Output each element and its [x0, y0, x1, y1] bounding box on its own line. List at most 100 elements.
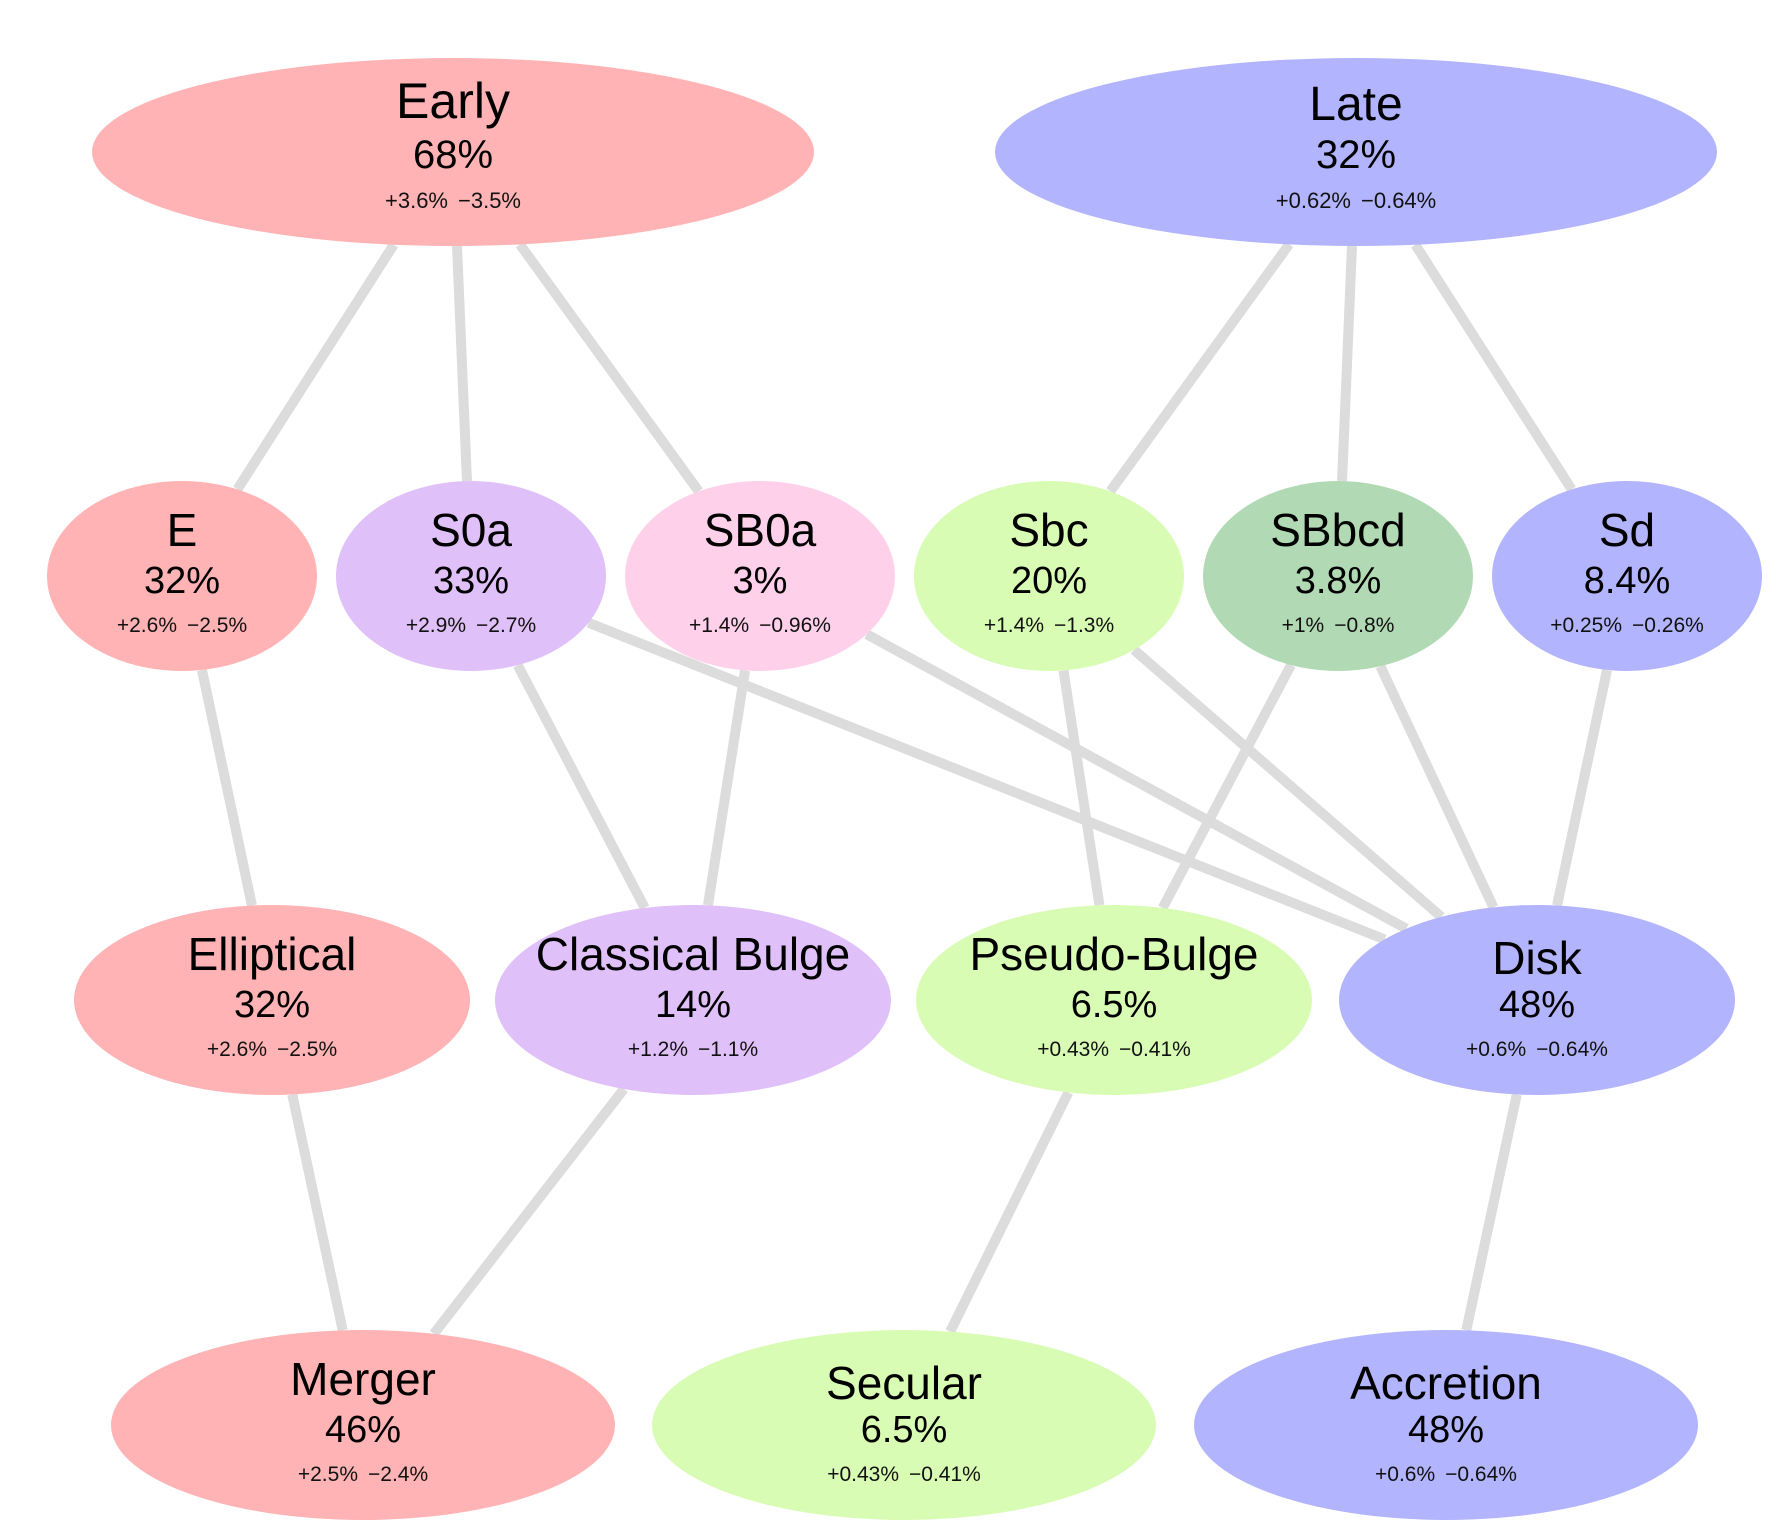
node-sd-error-plus: +0.25%: [1550, 614, 1622, 637]
node-elliptical-error: +2.6% −2.5%: [207, 1038, 337, 1061]
node-elliptical-ellipse: [74, 905, 470, 1095]
edge-sbbcd-pseudo: [1158, 662, 1296, 911]
node-s0a-percent: 33%: [433, 560, 509, 602]
node-e: E32% +2.6% −2.5%: [47, 481, 317, 671]
node-classical-percent: 14%: [655, 984, 731, 1026]
node-e-ellipse: [47, 481, 317, 671]
node-accretion-name: Accretion: [1350, 1357, 1542, 1409]
node-sb0a-error: +1.4% −0.96%: [689, 614, 831, 637]
edge-early-e: [233, 242, 398, 493]
node-sbbcd-error-minus: −0.8%: [1334, 614, 1394, 637]
node-sb0a-error-minus: −0.96%: [759, 614, 831, 637]
nodes-layer: Early68%+3.6%−3.5%Late32%+0.62%−0.64%E32…: [47, 58, 1762, 1520]
edge-sbc-disk: [1130, 646, 1445, 921]
node-sbc-error-plus: +1.4%: [984, 614, 1044, 637]
node-classical-error: +1.2% −1.1%: [628, 1038, 758, 1061]
node-sb0a-percent: 3%: [733, 560, 788, 602]
node-early-percent: 68%: [413, 133, 493, 177]
node-early-error-plus: +3.6%: [385, 188, 448, 213]
node-merger-name: Merger: [290, 1353, 436, 1405]
node-merger-percent: 46%: [325, 1409, 401, 1451]
edge-s0a-classical: [513, 662, 650, 911]
node-secular-error-plus: +0.43%: [827, 1463, 899, 1486]
edge-late-sbbcd: [1337, 245, 1358, 482]
node-sbc-percent: 20%: [1011, 560, 1087, 602]
node-late-error: +0.62% −0.64%: [1276, 188, 1436, 213]
edge-e-elliptical: [197, 668, 257, 907]
node-sd-name: Sd: [1599, 504, 1655, 556]
node-s0a-error-minus: −2.7%: [476, 614, 536, 637]
node-elliptical-percent: 32%: [234, 984, 310, 1026]
node-disk-error-plus: +0.6%: [1466, 1038, 1526, 1061]
node-late-error-plus: +0.62%: [1276, 188, 1351, 213]
node-late-error-minus: −0.64%: [1361, 188, 1436, 213]
edge-sb0a-classical: [703, 669, 751, 907]
node-secular-name: Secular: [826, 1357, 982, 1409]
node-accretion-error-minus: −0.64%: [1445, 1463, 1517, 1486]
node-s0a-ellipse: [336, 481, 606, 671]
node-elliptical-name: Elliptical: [188, 928, 357, 980]
node-sbbcd-ellipse: [1203, 481, 1473, 671]
node-classical-error-minus: −1.1%: [698, 1038, 758, 1061]
edge-sb0a-disk: [864, 629, 1409, 934]
node-classical-ellipse: [495, 905, 891, 1095]
node-accretion-percent: 48%: [1408, 1409, 1484, 1451]
node-disk-percent: 48%: [1499, 984, 1575, 1026]
node-pseudo-ellipse: [916, 905, 1312, 1095]
node-e-error-plus: +2.6%: [117, 614, 177, 637]
node-sd-percent: 8.4%: [1584, 560, 1671, 602]
node-e-name: E: [167, 504, 198, 556]
node-disk-error-minus: −0.64%: [1536, 1038, 1608, 1061]
edge-late-sbc: [1106, 241, 1294, 495]
edge-sbc-pseudo: [1058, 669, 1105, 907]
node-late-name: Late: [1309, 78, 1402, 131]
node-elliptical-error-plus: +2.6%: [207, 1038, 267, 1061]
node-sbc-error: +1.4% −1.3%: [984, 614, 1114, 637]
node-classical-error-plus: +1.2%: [628, 1038, 688, 1061]
edge-classical-merger: [429, 1085, 628, 1337]
node-sbbcd-error: +1%−0.8%: [1282, 614, 1395, 637]
node-sbc-error-minus: −1.3%: [1054, 614, 1114, 637]
node-disk-name: Disk: [1492, 932, 1582, 984]
node-merger-error-plus: +2.5%: [298, 1463, 358, 1486]
node-merger-ellipse: [111, 1330, 615, 1520]
edges-layer: [197, 241, 1612, 1337]
edge-elliptical-merger: [287, 1093, 348, 1332]
node-early-error-minus: −3.5%: [458, 188, 521, 213]
node-sd-error-minus: −0.26%: [1632, 614, 1704, 637]
node-early-ellipse: [92, 58, 814, 246]
node-e-error: +2.6% −2.5%: [117, 614, 247, 637]
node-s0a-name: S0a: [430, 504, 512, 556]
node-pseudo-error-minus: −0.41%: [1119, 1038, 1191, 1061]
node-sd-ellipse: [1492, 481, 1762, 671]
node-sb0a-ellipse: [625, 481, 895, 671]
edge-disk-accretion: [1461, 1093, 1522, 1332]
node-secular-error-minus: −0.41%: [909, 1463, 981, 1486]
node-e-error-minus: −2.5%: [187, 614, 247, 637]
node-late-ellipse: [995, 58, 1717, 246]
node-sd: Sd8.4% +0.25% −0.26%: [1492, 481, 1762, 671]
node-classical-name: Classical Bulge: [536, 928, 850, 980]
node-sb0a-name: SB0a: [704, 504, 817, 556]
node-e-percent: 32%: [144, 560, 220, 602]
edge-s0a-disk: [586, 618, 1387, 945]
edge-sd-disk: [1552, 668, 1612, 907]
node-elliptical-error-minus: −2.5%: [277, 1038, 337, 1061]
node-sb0a-error-plus: +1.4%: [689, 614, 749, 637]
node-pseudo-name: Pseudo-Bulge: [970, 928, 1259, 980]
node-accretion-error-plus: +0.6%: [1375, 1463, 1435, 1486]
node-sbbcd-name: SBbcd: [1270, 504, 1406, 556]
